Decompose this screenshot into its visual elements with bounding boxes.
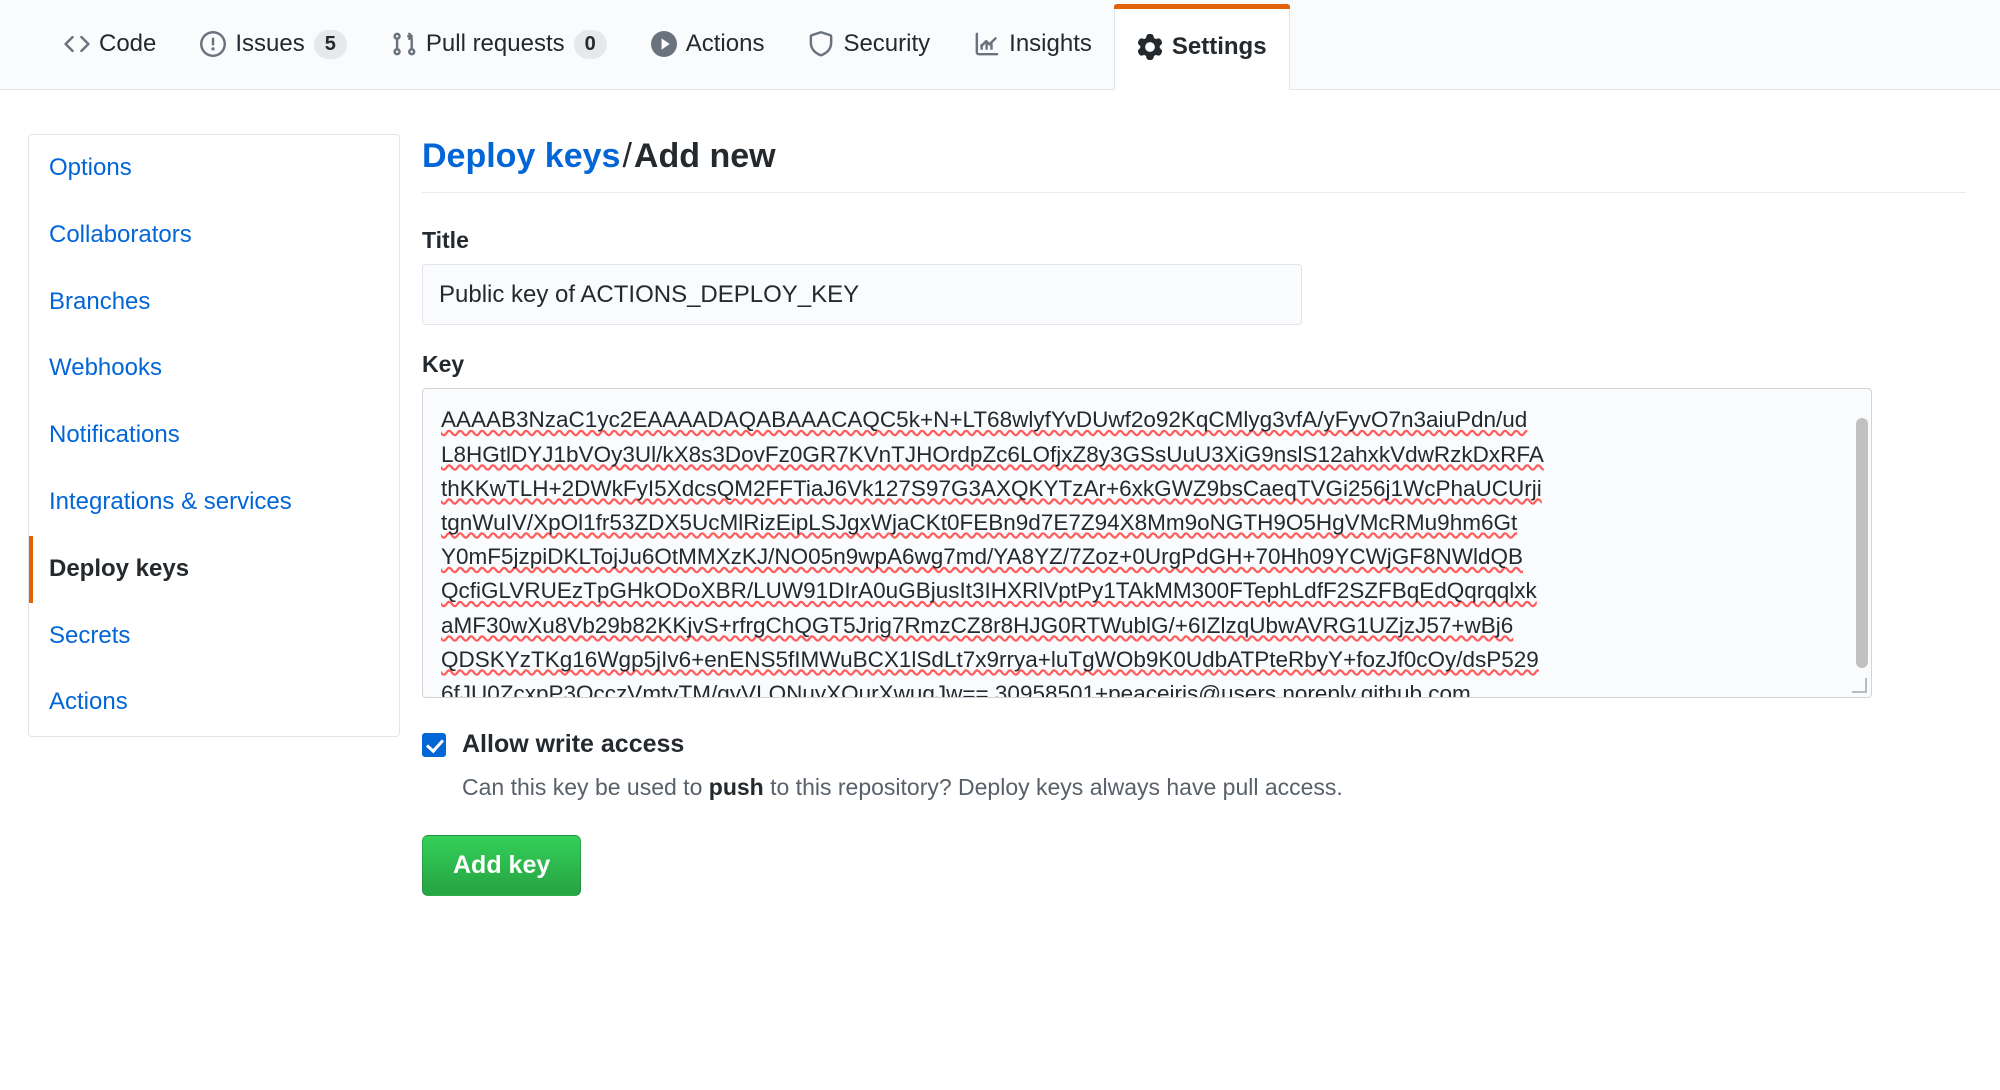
key-text-line: AAAAB3NzaC1yc2EAAAADAQABAAACAQC5k+N+LT68… — [441, 407, 1528, 433]
sidebar-list-item: Collaborators — [29, 202, 399, 269]
code-icon — [64, 31, 90, 57]
sidebar-list-item: Webhooks — [29, 335, 399, 402]
nav-tab-issues[interactable]: Issues 5 — [178, 0, 369, 89]
sidebar-item-actions[interactable]: Actions — [49, 688, 128, 716]
key-text-line: thKKwTLH+2DWkFyI5XdcsQM2FFTiaJ6Vk127S97G… — [441, 475, 1542, 501]
key-text-line: tgnWuIV/XpOl1fr53ZDX5UcMlRizEipLSJgxWjaC… — [441, 509, 1518, 535]
issue-opened-icon — [200, 31, 227, 57]
sidebar-item-secrets[interactable]: Secrets — [49, 621, 131, 649]
nav-tab-counter: 5 — [313, 29, 347, 59]
allow-write-access-row: Allow write access Can this key be used … — [422, 728, 1966, 803]
note-bold-push: push — [708, 773, 764, 800]
key-textarea[interactable]: AAAAB3NzaC1yc2EAAAADAQABAAACAQC5k+N+LT68… — [422, 388, 1872, 699]
key-text-line: QDSKYzTKg16Wgp5jIv6+enENS5fIMWuBCX1lSdLt… — [441, 646, 1539, 672]
key-textarea-scrollbar[interactable] — [1856, 418, 1868, 669]
title-input[interactable] — [422, 264, 1302, 326]
nav-tab-label: Insights — [1009, 30, 1092, 57]
page-subhead: Deploy keys/Add new — [422, 134, 1966, 194]
graph-icon — [974, 31, 1000, 57]
key-text-line: aMF30wXu8Vb29b82KKjvS+rfrgChQGT5Jrig7Rmz… — [441, 612, 1514, 638]
key-text-line: 6fJU0ZcxpP3QcczVmtyTM/gyVLONuyXOurXwuqJw… — [441, 680, 1471, 699]
note-suffix: to this repository? Deploy keys always h… — [763, 773, 1343, 800]
key-textarea-resize-handle[interactable] — [1851, 677, 1869, 695]
sidebar-item-branches[interactable]: Branches — [49, 287, 151, 315]
sidebar-item-deploy-keys[interactable]: Deploy keys — [29, 535, 399, 603]
sidebar-list-item: Options — [29, 135, 399, 202]
nav-tab-security[interactable]: Security — [786, 0, 952, 89]
breadcrumb-current: Add new — [633, 137, 776, 175]
gear-icon — [1137, 33, 1163, 60]
page-title: Deploy keys/Add new — [422, 134, 1966, 178]
nav-tab-label: Code — [99, 30, 157, 57]
title-form-group: Title — [422, 227, 1966, 326]
key-label: Key — [422, 351, 465, 378]
nav-tab-label: Pull requests — [425, 30, 565, 57]
repo-nav-tabs: Code Issues 5 Pull requests 0 Actions Security… — [0, 0, 2000, 90]
allow-write-access-text: Allow write access Can this key be used … — [462, 728, 1343, 803]
nav-tab-settings[interactable]: Settings — [1113, 4, 1290, 90]
nav-tab-code[interactable]: Code — [42, 0, 178, 89]
nav-tab-label: Security — [843, 30, 931, 57]
nav-tab-label: Issues — [235, 30, 305, 57]
key-text-line: QcfiGLVRUEzTpGHkODoXBR/LUW91DIrA0uGBjusI… — [441, 578, 1537, 604]
git-pull-request-icon — [391, 31, 417, 57]
main-content: Deploy keys/Add new Title Key AAAAB3NzaC… — [400, 134, 2000, 897]
breadcrumb-separator: / — [622, 137, 632, 175]
nav-tab-counter: 0 — [573, 29, 607, 59]
add-key-button[interactable]: Add key — [422, 835, 582, 897]
nav-tab-pull-requests[interactable]: Pull requests 0 — [369, 0, 629, 89]
sidebar-list-item: Actions — [29, 669, 399, 736]
sidebar-item-notifications[interactable]: Notifications — [49, 421, 180, 449]
play-icon — [650, 31, 677, 57]
breadcrumb-deploy-keys-link[interactable]: Deploy keys — [422, 137, 621, 175]
title-label: Title — [422, 227, 469, 254]
nav-tab-insights[interactable]: Insights — [952, 0, 1114, 89]
nav-tab-label: Settings — [1171, 32, 1267, 60]
sidebar-list-item: Deploy keys — [29, 535, 399, 603]
nav-tab-label: Actions — [685, 30, 765, 57]
key-form-group: Key AAAAB3NzaC1yc2EAAAADAQABAAACAQC5k+N+… — [422, 351, 1966, 699]
sidebar-item-collaborators[interactable]: Collaborators — [49, 220, 192, 248]
sidebar-list-item: Branches — [29, 269, 399, 336]
key-textarea-wrapper: AAAAB3NzaC1yc2EAAAADAQABAAACAQC5k+N+LT68… — [422, 388, 1872, 699]
note-prefix: Can this key be used to — [462, 773, 709, 800]
sidebar-list-item: Notifications — [29, 402, 399, 469]
key-text-line: Y0mF5jzpiDKLTojJu6OtMMXzKJ/NO05n9wpA6wg7… — [441, 544, 1524, 570]
allow-write-access-note: Can this key be used to push to this rep… — [462, 771, 1343, 803]
shield-icon — [808, 31, 834, 57]
sidebar-item-integrations-services[interactable]: Integrations & services — [49, 487, 292, 515]
allow-write-access-label[interactable]: Allow write access — [462, 730, 685, 759]
deploy-key-form: Title Key AAAAB3NzaC1yc2EAAAADAQABAAACAQ… — [422, 227, 1966, 897]
sidebar-item-options[interactable]: Options — [49, 154, 132, 181]
sidebar-list-item: Secrets — [29, 603, 399, 670]
allow-write-access-checkbox[interactable] — [422, 733, 446, 758]
sidebar-list-item: Integrations & services — [29, 469, 399, 536]
nav-tab-actions[interactable]: Actions — [629, 0, 787, 89]
key-text-line: L8HGtlDYJ1bVOy3Ul/kX8s3DovFz0GR7KVnTJHOr… — [441, 441, 1544, 467]
sidebar-item-webhooks[interactable]: Webhooks — [49, 354, 162, 382]
